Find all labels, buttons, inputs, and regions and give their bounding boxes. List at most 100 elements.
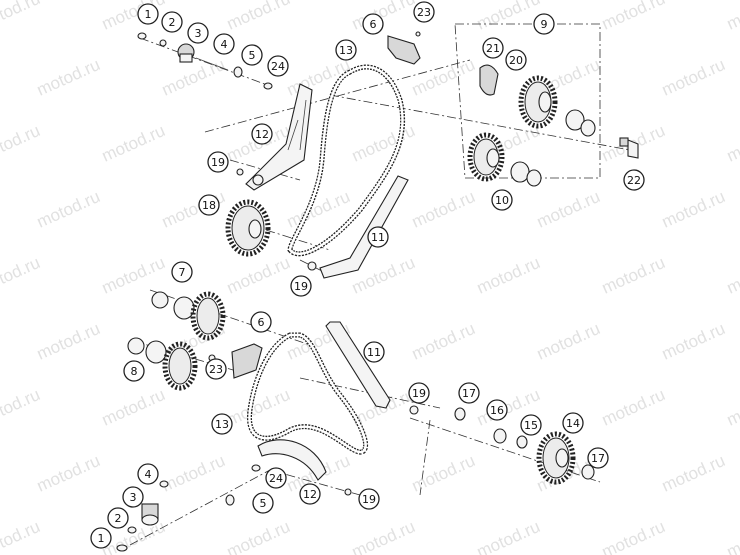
callout-circle (335, 39, 357, 61)
part-callout-5: 5 (241, 44, 263, 66)
part-callout-18: 18 (198, 194, 220, 216)
callout-number: 6 (370, 18, 377, 31)
callout-number: 6 (258, 316, 265, 329)
part-callout-4: 4 (137, 463, 159, 485)
watermark-text: motod.ru (409, 187, 478, 232)
part-callout-12: 12 (299, 483, 321, 505)
callout-circle (299, 483, 321, 505)
part-callout-22: 22 (623, 169, 645, 191)
lower-guide-rail (325, 321, 419, 415)
part-callout-4: 4 (213, 33, 235, 55)
part-callout-23: 23 (413, 1, 435, 23)
callout-number: 19 (294, 280, 308, 293)
callout-circle (198, 194, 220, 216)
crank-sprocket (225, 199, 271, 257)
watermark-text: motod.ru (659, 187, 728, 232)
watermark-text: motod.ru (349, 0, 418, 34)
watermark-text: motod.ru (534, 319, 603, 364)
watermark-text: motod.ru (99, 253, 168, 298)
callout-number: 7 (179, 266, 186, 279)
part-callout-2: 2 (161, 11, 183, 33)
callout-number: 13 (339, 44, 353, 57)
part-callout-3: 3 (122, 486, 144, 508)
part-callout-6: 6 (250, 311, 272, 333)
upper-chain-guide (236, 83, 313, 191)
part-callout-17: 17 (458, 382, 480, 404)
callout-number: 12 (255, 128, 269, 141)
part-callout-3: 3 (187, 22, 209, 44)
callout-number: 17 (591, 452, 605, 465)
callout-number: 19 (362, 493, 376, 506)
part-callout-2: 2 (107, 507, 129, 529)
callout-number: 10 (495, 194, 509, 207)
watermark-text: motod.ru (659, 55, 728, 100)
watermark-text: motod.ru (599, 517, 668, 555)
callout-circle (367, 226, 389, 248)
callout-number: 2 (115, 512, 122, 525)
part-callout-5: 5 (252, 492, 274, 514)
callout-number: 5 (249, 49, 256, 62)
watermark-text: motod.ru (34, 451, 103, 496)
watermark-text: motod.ru (724, 121, 740, 166)
callout-circle (107, 507, 129, 529)
part-callout-24: 24 (265, 467, 287, 489)
callout-number: 23 (209, 363, 223, 376)
middle-sprocket-assembly (127, 291, 226, 391)
watermark-text: motod.ru (724, 385, 740, 430)
callout-circle (137, 463, 159, 485)
callout-number: 22 (627, 174, 641, 187)
callout-circle (520, 414, 542, 436)
watermark-text: motod.ru (724, 517, 740, 555)
upper-timing-chain (287, 64, 406, 257)
watermark-text: motod.ru (159, 55, 228, 100)
callout-circle (137, 3, 159, 25)
watermark-text: motod.ru (224, 0, 293, 34)
callout-circle (505, 49, 527, 71)
part-callout-19: 19 (290, 275, 312, 297)
upper-guide-rail (307, 175, 409, 279)
callout-number: 3 (195, 27, 202, 40)
callout-circle (587, 447, 609, 469)
callout-number: 1 (98, 532, 105, 545)
callout-circle (90, 527, 112, 549)
watermark-text: motod.ru (724, 253, 740, 298)
callout-number: 5 (260, 497, 267, 510)
part-callout-20: 20 (505, 49, 527, 71)
part-callout-9: 9 (533, 13, 555, 35)
watermark-text: motod.ru (0, 253, 43, 298)
callout-number: 14 (566, 417, 580, 430)
callout-number: 4 (221, 38, 228, 51)
watermark-text: motod.ru (34, 55, 103, 100)
callout-circle (265, 467, 287, 489)
callout-number: 20 (509, 54, 523, 67)
callout-circle (408, 382, 430, 404)
callout-circle (533, 13, 555, 35)
lower-fasteners (116, 464, 261, 552)
watermark-text: motod.ru (409, 451, 478, 496)
watermark-text: motod.ru (474, 517, 543, 555)
callout-circle (486, 399, 508, 421)
callout-number: 21 (486, 42, 500, 55)
callout-circle (623, 169, 645, 191)
part-callout-23: 23 (205, 358, 227, 380)
callout-circle (187, 22, 209, 44)
part-callout-10: 10 (491, 189, 513, 211)
callout-circle (458, 382, 480, 404)
callout-number: 11 (367, 346, 381, 359)
watermark-text: motod.ru (99, 121, 168, 166)
lower-right-sprocket (454, 407, 595, 485)
part-callout-15: 15 (520, 414, 542, 436)
callout-number: 2 (169, 16, 176, 29)
callout-number: 3 (130, 491, 137, 504)
part-callout-14: 14 (562, 412, 584, 434)
callout-circle (562, 412, 584, 434)
callout-number: 1 (145, 8, 152, 21)
part-callout-11: 11 (363, 341, 385, 363)
callout-circle (211, 413, 233, 435)
part-callout-17: 17 (587, 447, 609, 469)
upper-sprocket-assembly (467, 64, 639, 187)
part-callout-7: 7 (171, 261, 193, 283)
part-callout-21: 21 (482, 37, 504, 59)
